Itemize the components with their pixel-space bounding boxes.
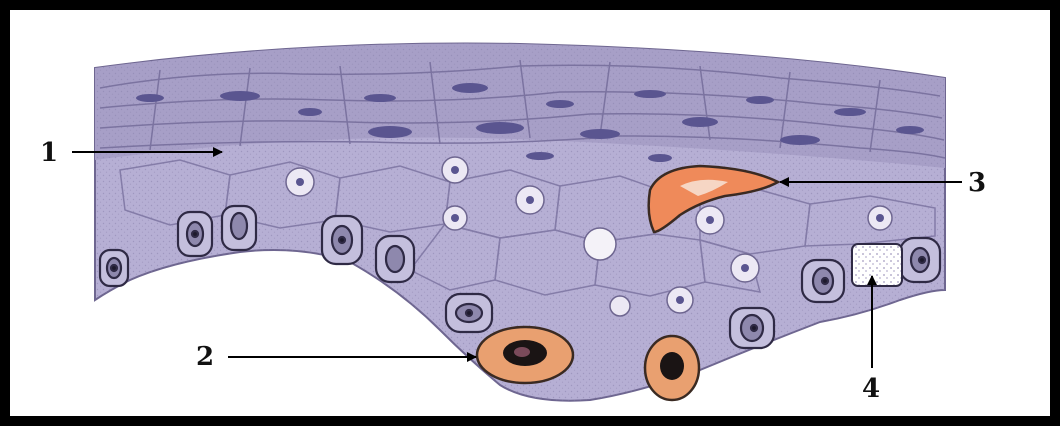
melanocyte-cell-2b: [645, 336, 699, 400]
label-1: 1: [40, 140, 58, 166]
melanocyte-cell-2: [477, 327, 573, 383]
label-4: 4: [862, 376, 880, 402]
label-2: 2: [196, 344, 214, 370]
label-3: 3: [968, 170, 986, 196]
merkel-cell-4: [852, 244, 902, 286]
